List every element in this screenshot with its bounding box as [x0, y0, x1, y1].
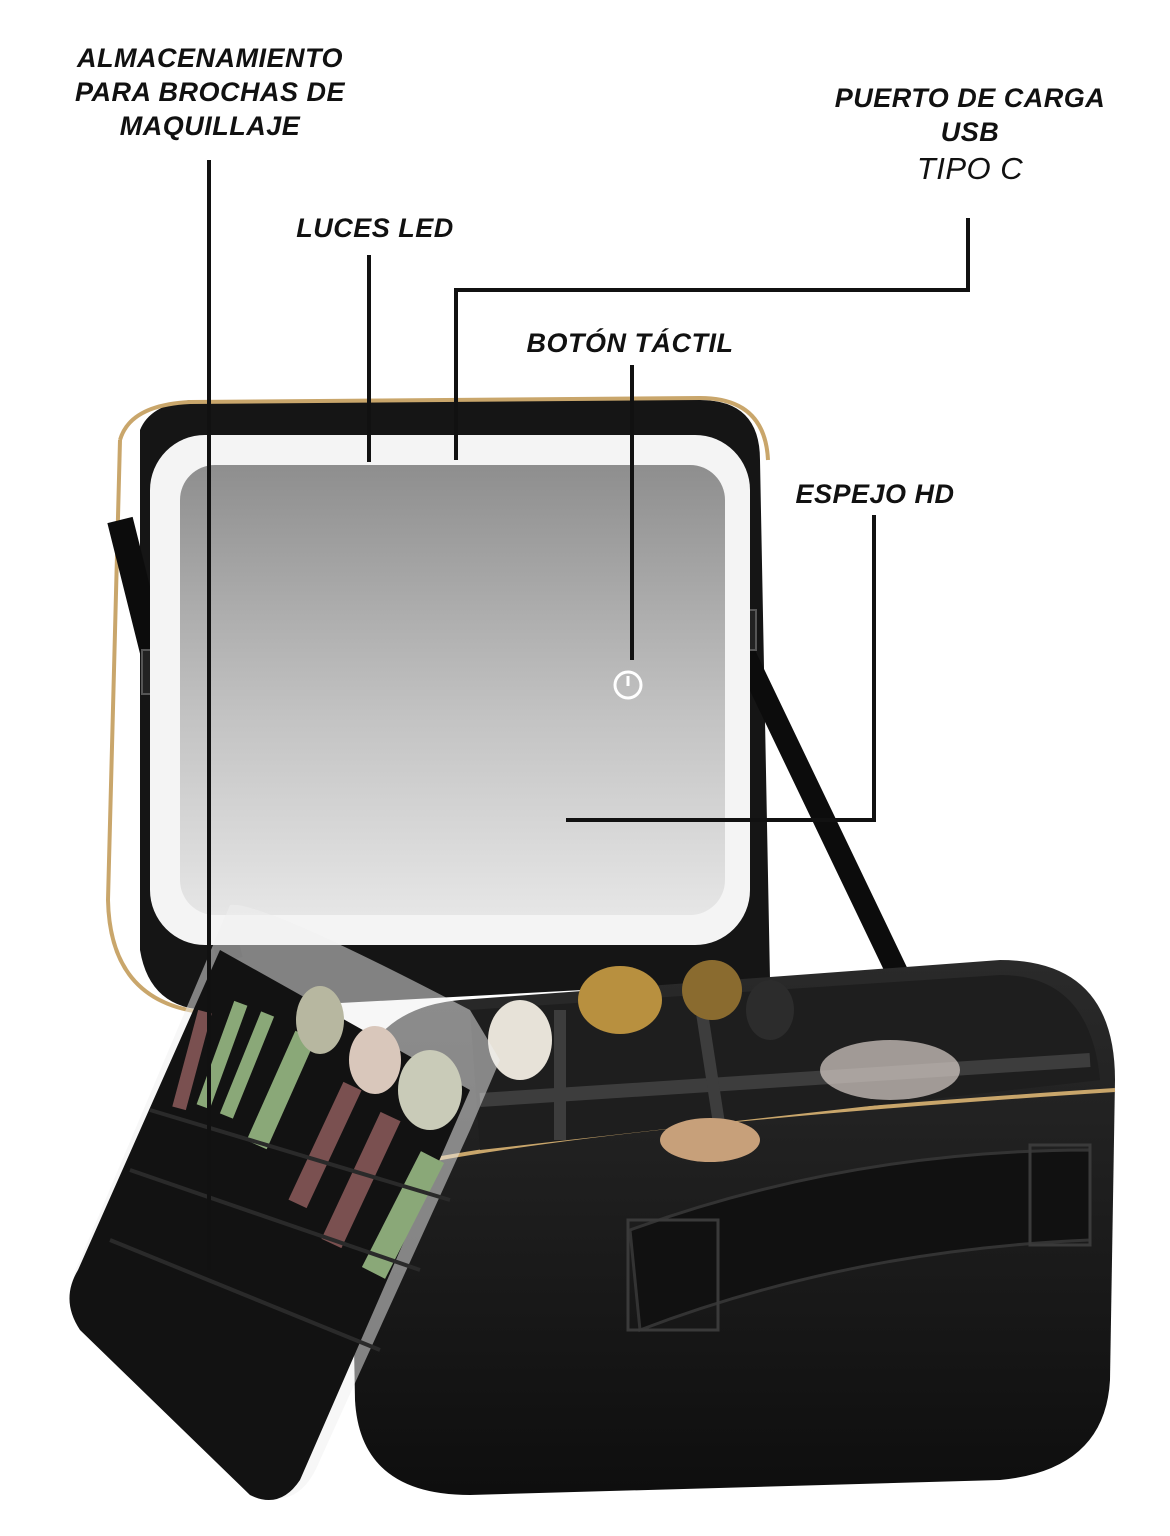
brush-storage-line-2: PARA BROCHAS DE	[74, 76, 345, 107]
brush-storage-line-1: ALMACENAMIENTO	[77, 43, 343, 73]
cosmetic-compact	[660, 1118, 760, 1162]
usb-port-label: PUERTO DE CARGA USB TIPO C	[790, 82, 1150, 188]
brush-storage-line-3: MAQUILLAJE	[119, 110, 301, 141]
cosmetic-jar	[578, 966, 662, 1034]
led-lights-label: LUCES LED	[296, 213, 454, 243]
cosmetic-bottle	[682, 960, 742, 1020]
usb-port-line-3: TIPO C	[916, 150, 1024, 186]
callout-lines	[207, 160, 970, 1270]
power-icon	[613, 670, 643, 700]
hd-mirror-glass	[180, 465, 725, 915]
cosmetic-cream	[488, 1000, 552, 1080]
hd-mirror-line	[566, 515, 876, 822]
cosmetic-black-bottle	[746, 980, 794, 1040]
cosmetic-bag	[820, 1040, 960, 1100]
usb-port-line	[454, 218, 970, 460]
brush-storage-label: ALMACENAMIENTO PARA BROCHAS DE MAQUILLAJ…	[30, 42, 390, 143]
led-mirror	[150, 435, 750, 945]
usb-port-line-2: USB	[940, 116, 1000, 147]
hd-mirror-label: ESPEJO HD	[795, 479, 955, 509]
case-interior	[470, 960, 1100, 1162]
touch-button-label: BOTÓN TÁCTIL	[526, 328, 734, 358]
usb-port-line-1: PUERTO DE CARGA	[834, 83, 1106, 113]
